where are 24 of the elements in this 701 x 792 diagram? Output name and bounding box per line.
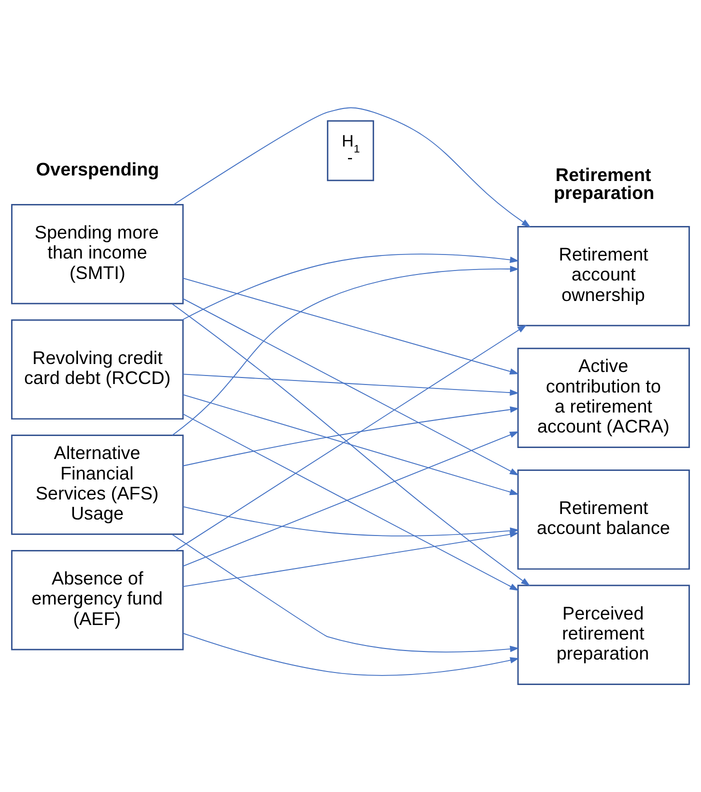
node-box: Absence of emergency fund (AEF) xyxy=(11,550,184,650)
node-box: Spending more than income (SMTI) xyxy=(11,204,184,304)
node-box: Alternative Financial Services (AFS) Usage xyxy=(11,434,184,535)
node-box: Retirement account ownership xyxy=(517,226,690,326)
arrow xyxy=(172,303,530,586)
arrow xyxy=(182,298,519,476)
arrow xyxy=(172,266,520,436)
arrow xyxy=(182,394,519,496)
node-box: Revolving credit card debt (RCCD) xyxy=(11,319,184,420)
node-box: H$_{1}$ - xyxy=(326,120,374,182)
arrow xyxy=(182,531,520,588)
arrow xyxy=(182,254,520,320)
arrow xyxy=(182,278,519,375)
arrow xyxy=(175,324,527,552)
label: Retirement preparation xyxy=(554,164,654,204)
arrow xyxy=(182,406,520,466)
node-box: Active contribution to a retirement account (ACRA) xyxy=(517,348,690,448)
arrow xyxy=(182,374,520,396)
label: Overspending xyxy=(36,158,160,180)
arrow xyxy=(172,534,520,652)
arrow xyxy=(173,107,531,228)
arrow xyxy=(182,632,520,676)
node-box: Perceived retirement preparation xyxy=(517,584,690,686)
node-box: Retirement account balance xyxy=(517,469,690,570)
